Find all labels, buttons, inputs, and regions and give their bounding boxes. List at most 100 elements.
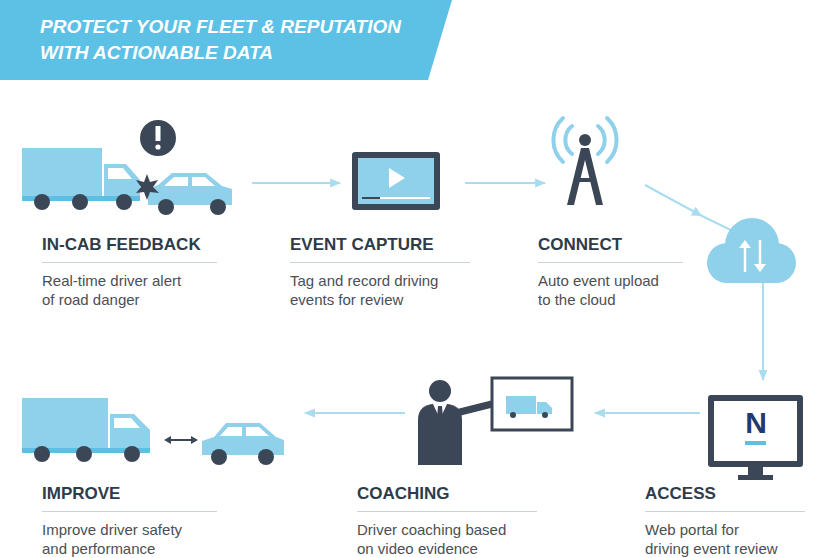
wheel	[158, 199, 174, 215]
wheel	[210, 199, 226, 215]
wheel	[510, 412, 516, 418]
truck-cab	[110, 414, 150, 448]
wheel	[34, 446, 50, 462]
signal-wave	[598, 126, 605, 154]
cloud-shape	[727, 255, 776, 283]
download-arrow	[754, 264, 766, 272]
distance-arrow	[164, 436, 171, 444]
monitor-screen	[714, 401, 797, 461]
signal-wave	[565, 126, 572, 154]
wheel	[72, 194, 88, 210]
monitor-stand	[748, 467, 763, 475]
step-heading: COACHING	[357, 483, 537, 512]
progress-bar	[362, 197, 430, 199]
coach-suit	[418, 404, 462, 465]
wheel	[34, 194, 50, 210]
step-description: Web portal for driving event review	[645, 520, 783, 558]
flow-arrow	[595, 412, 700, 414]
step-text: EVENT CAPTURE Tag and record driving even…	[290, 234, 470, 309]
car-window	[220, 427, 269, 436]
step-heading: IMPROVE	[42, 483, 217, 512]
step-text: IMPROVE Improve driver safety and perform…	[42, 483, 217, 558]
step-text: COACHING Driver coaching based on video e…	[357, 483, 537, 558]
distance-arrow	[170, 439, 192, 441]
crash-star	[136, 174, 159, 200]
wheel	[258, 449, 274, 465]
distance-arrow	[191, 436, 198, 444]
tower-top	[579, 134, 591, 146]
step-text: CONNECTAuto event upload to the cloud	[538, 234, 683, 309]
step-node: IMPROVE Improve driver safety and perform…	[20, 390, 305, 558]
monitor-screen	[358, 158, 434, 204]
step-node: COACHINGDriver coaching based on video e…	[405, 375, 595, 558]
board-truck	[506, 396, 536, 414]
tower-bar	[577, 178, 593, 182]
coach-arm	[452, 404, 492, 414]
wheel	[76, 446, 92, 462]
tower-frame	[567, 148, 603, 205]
step-description: Tag and record driving events for review	[290, 271, 470, 309]
car-body	[148, 173, 232, 205]
step-description: Real-time driver alert of road danger	[42, 271, 192, 309]
cloud-shape	[756, 243, 796, 283]
progress-bar	[362, 197, 380, 199]
logo-bar	[745, 441, 766, 445]
step-heading: ACCESS	[645, 483, 805, 512]
arrow-head	[691, 207, 705, 221]
signal-wave	[553, 118, 563, 162]
step-text: ACCESS Web portal for driving event revie…	[645, 483, 805, 558]
step-description: Improve driver safety and performance	[42, 520, 202, 558]
logo-letter: N	[742, 407, 770, 439]
cloud-icon	[707, 218, 796, 283]
upload-arrow	[739, 240, 751, 248]
diagram-title: PROTECT YOUR FLEET & REPUTATION WITH ACT…	[40, 14, 450, 66]
alert-mark	[155, 144, 160, 149]
cloud-shape	[725, 218, 779, 272]
flow-arrow	[645, 185, 763, 380]
upload-arrow	[744, 243, 747, 272]
tower-icon	[553, 118, 616, 205]
truck-chassis	[22, 448, 150, 453]
alert-mark	[156, 126, 161, 141]
monitor-base	[738, 475, 773, 480]
signal-wave	[607, 118, 617, 162]
wheel	[542, 412, 548, 418]
truck-cab	[104, 164, 140, 197]
wheel	[116, 194, 132, 210]
car-body	[202, 423, 284, 455]
step-node: EVENT CAPTURETag and record driving even…	[340, 95, 465, 315]
wheel	[211, 449, 227, 465]
truck-chassis	[22, 196, 140, 201]
monitor-frame	[352, 152, 440, 210]
board-truck	[537, 402, 552, 414]
safe-distance-icon	[22, 398, 284, 465]
alert-circle	[140, 120, 176, 156]
coaching-board	[492, 378, 572, 430]
car-window	[164, 177, 215, 186]
play-symbol	[389, 168, 405, 188]
step-text: IN-CAB FEEDBACK Real-time driver alert of…	[42, 234, 217, 309]
step-heading: CONNECT	[538, 234, 683, 263]
step-node: CONNECTAuto event upload to the cloud	[545, 95, 645, 315]
crash-icon	[22, 120, 232, 215]
step-node: IN-CAB FEEDBACK Real-time driver alert of…	[20, 95, 252, 315]
cloud-shape	[707, 243, 747, 283]
truck-window	[114, 418, 140, 428]
flow-arrow	[305, 412, 405, 414]
video-icon	[352, 152, 440, 210]
coach-tie	[437, 406, 443, 422]
step-description: Driver coaching based on video evidence	[357, 520, 517, 558]
truck-trailer	[22, 398, 108, 448]
step-heading: EVENT CAPTURE	[290, 234, 470, 263]
wheel	[124, 446, 140, 462]
step-heading: IN-CAB FEEDBACK	[42, 234, 217, 263]
flow-arrow	[252, 182, 340, 184]
monitor-frame	[708, 395, 803, 467]
truck-window	[108, 168, 132, 179]
truck-trailer	[22, 148, 102, 196]
title-banner	[0, 0, 452, 80]
flow-arrow	[465, 182, 545, 184]
download-arrow	[759, 240, 762, 269]
coach-icon	[418, 378, 572, 465]
